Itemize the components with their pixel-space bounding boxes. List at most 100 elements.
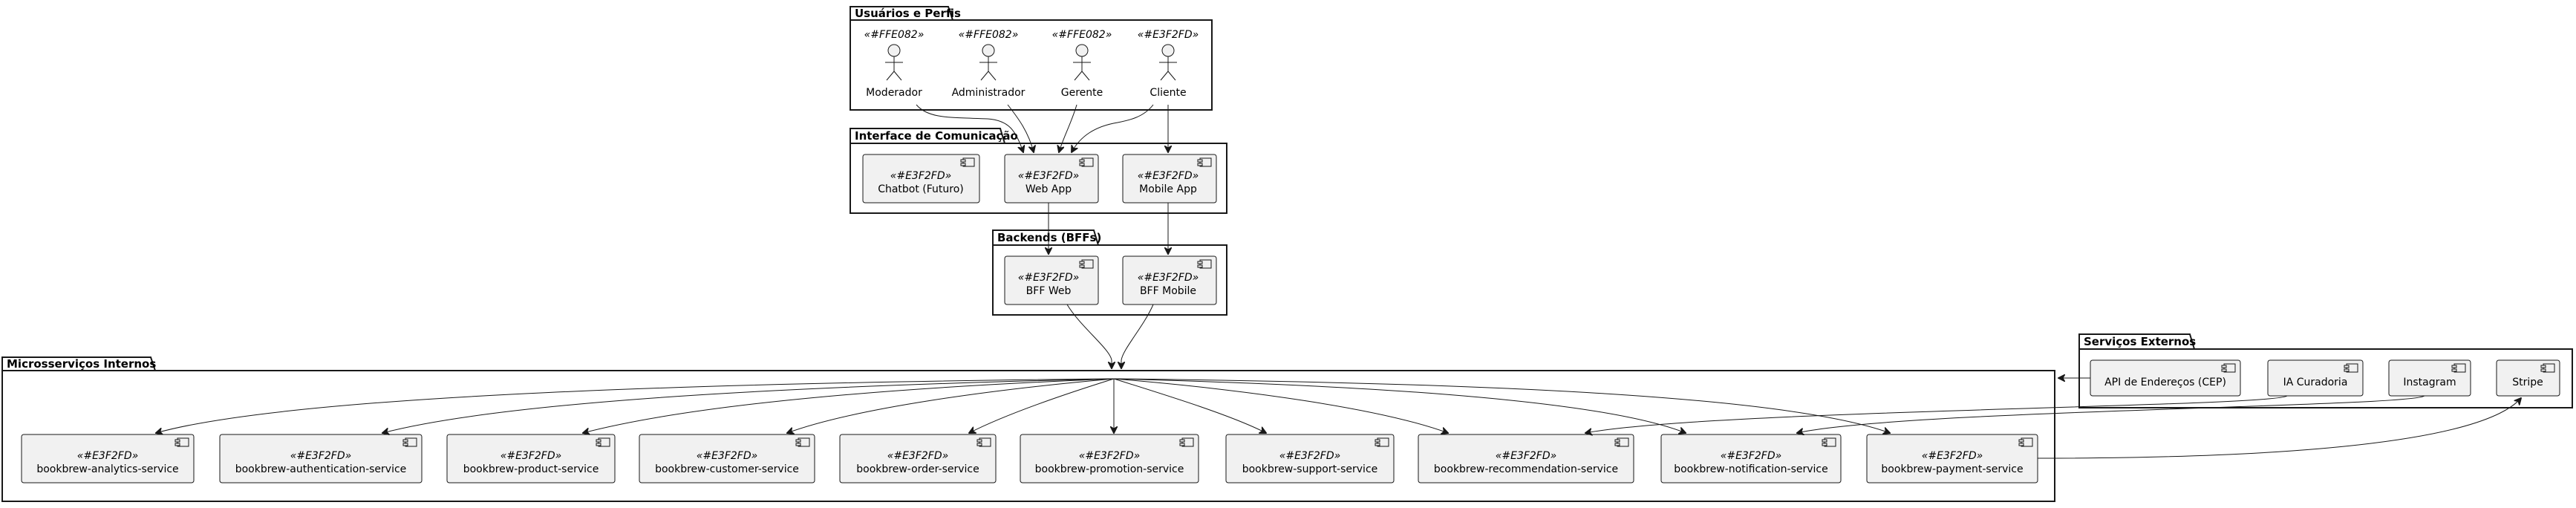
component-name: bookbrew-payment-service [1881, 463, 2023, 475]
component-icon [2018, 437, 2033, 447]
actor-cliente: «#E3F2FD» Cliente [1138, 29, 1199, 99]
service-analytics: «#E3F2FD» bookbrew-analytics-service [21, 434, 195, 483]
component-stereotype: «#E3F2FD» [1721, 450, 1782, 462]
component-icon [2451, 363, 2466, 373]
actor-gerente: «#FFE082» Gerente [1052, 29, 1112, 99]
edge-hub-notification [1113, 378, 1686, 433]
component-name: bookbrew-notification-service [1674, 463, 1828, 475]
component-stereotype: «#E3F2FD» [887, 450, 949, 462]
actor-administrador: «#FFE082» Administrador [952, 29, 1025, 99]
actor-name: Gerente [1061, 87, 1103, 99]
component-name: bookbrew-customer-service [655, 463, 799, 475]
component-stereotype: «#E3F2FD» [1138, 170, 1199, 182]
component-name: bookbrew-analytics-service [36, 463, 178, 475]
component-stereotype: «#E3F2FD» [500, 450, 562, 462]
component-web-app: «#E3F2FD» Web App [1004, 154, 1099, 203]
component-name: IA Curadoria [2283, 377, 2348, 388]
package-title-usuarios: Usuários e Perfis [855, 7, 961, 20]
component-name: bookbrew-order-service [856, 463, 979, 475]
component-name: BFF Mobile [1140, 285, 1196, 297]
service-customer: «#E3F2FD» bookbrew-customer-service [639, 434, 815, 483]
edge-hub-authentication [382, 378, 1115, 433]
edge-gerente-webapp [1059, 104, 1077, 152]
edge-ia-recommendation [1585, 395, 2288, 433]
component-icon [596, 437, 610, 447]
component-icon [1179, 437, 1194, 447]
edge-payment-stripe [2037, 398, 2521, 459]
component-stereotype: «#E3F2FD» [1138, 272, 1199, 284]
component-icon [2344, 363, 2358, 373]
component-bff-mobile: «#E3F2FD» BFF Mobile [1122, 255, 1217, 305]
package-usuarios-perfis: Usuários e Perfis [850, 6, 1213, 111]
service-notification: «#E3F2FD» bookbrew-notification-service [1660, 434, 1842, 483]
component-stereotype: «#E3F2FD» [290, 450, 352, 462]
actor-stereotype: «#E3F2FD» [1138, 29, 1199, 41]
edge-hub-analytics [156, 378, 1115, 433]
edge-bffweb-micro [1066, 304, 1112, 368]
component-name: Mobile App [1139, 183, 1197, 195]
component-name: Chatbot (Futuro) [878, 183, 964, 195]
package-servicos-externos: Serviços Externos [2078, 333, 2573, 408]
component-stereotype: «#E3F2FD» [1018, 170, 1080, 182]
component-name: API de Endereços (CEP) [2104, 377, 2226, 388]
component-stereotype: «#E3F2FD» [77, 450, 139, 462]
edge-hub-customer [787, 378, 1115, 433]
component-icon [976, 437, 991, 447]
component-name: bookbrew-promotion-service [1035, 463, 1184, 475]
service-product: «#E3F2FD» bookbrew-product-service [446, 434, 616, 483]
component-icon [1822, 437, 1836, 447]
component-bff-web: «#E3F2FD» BFF Web [1004, 255, 1099, 305]
actor-name: Administrador [952, 87, 1025, 99]
edge-hub-payment [1113, 378, 1890, 433]
component-stereotype: «#E3F2FD» [1496, 450, 1557, 462]
package-title-micro: Microsserviços Internos [7, 357, 156, 371]
edge-instagram-notification [1797, 395, 2425, 433]
edge-moderador-webapp [916, 104, 1023, 152]
component-icon [2540, 363, 2555, 373]
service-order: «#E3F2FD» bookbrew-order-service [839, 434, 997, 483]
component-name: bookbrew-product-service [463, 463, 599, 475]
service-payment: «#E3F2FD» bookbrew-payment-service [1866, 434, 2038, 483]
component-mobile-app: «#E3F2FD» Mobile App [1122, 154, 1217, 203]
actor-name: Cliente [1150, 87, 1186, 99]
actor-stereotype: «#FFE082» [864, 29, 925, 41]
package-title-interface: Interface de Comunicação [855, 129, 1018, 143]
component-icon [1079, 259, 1094, 269]
component-icon [1079, 157, 1094, 167]
component-name: BFF Web [1026, 285, 1072, 297]
component-stereotype: «#E3F2FD» [890, 170, 952, 182]
component-icon [175, 437, 189, 447]
component-icon [402, 437, 417, 447]
component-name: bookbrew-recommendation-service [1434, 463, 1618, 475]
external-stripe: Stripe [2496, 359, 2560, 397]
edge-administrador-webapp [1007, 104, 1034, 152]
component-icon [960, 157, 975, 167]
component-icon [795, 437, 810, 447]
external-instagram: Instagram [2388, 359, 2471, 397]
package-microsservicos-internos: Microsserviços Internos [1, 356, 2055, 502]
component-stereotype: «#E3F2FD» [1922, 450, 1983, 462]
actor-stereotype: «#FFE082» [1052, 29, 1112, 41]
component-icon [1197, 259, 1212, 269]
component-chatbot: «#E3F2FD» Chatbot (Futuro) [862, 154, 980, 203]
external-api-cep: API de Endereços (CEP) [2090, 359, 2241, 397]
package-backends-bffs: Backends (BFFs) [992, 229, 1227, 316]
component-icon [1614, 437, 1629, 447]
component-icon [1197, 157, 1212, 167]
edge-hub-product [583, 378, 1115, 433]
component-stereotype: «#E3F2FD» [697, 450, 758, 462]
package-title-externos: Serviços Externos [2084, 335, 2196, 348]
component-name: bookbrew-authentication-service [235, 463, 407, 475]
component-stereotype: «#E3F2FD» [1079, 450, 1141, 462]
component-name: Stripe [2512, 377, 2543, 388]
component-name: Web App [1025, 183, 1072, 195]
component-icon [1375, 437, 1389, 447]
actor-moderador: «#FFE082» Moderador [864, 29, 925, 99]
external-ia-curadoria: IA Curadoria [2267, 359, 2364, 397]
edge-bffmobile-micro [1121, 304, 1154, 368]
edge-hub-support [1113, 378, 1266, 433]
package-interface-comunicacao: Interface de Comunicação [850, 128, 1227, 214]
edge-hub-recommendation [1113, 378, 1448, 433]
edge-hub-order [969, 378, 1115, 433]
